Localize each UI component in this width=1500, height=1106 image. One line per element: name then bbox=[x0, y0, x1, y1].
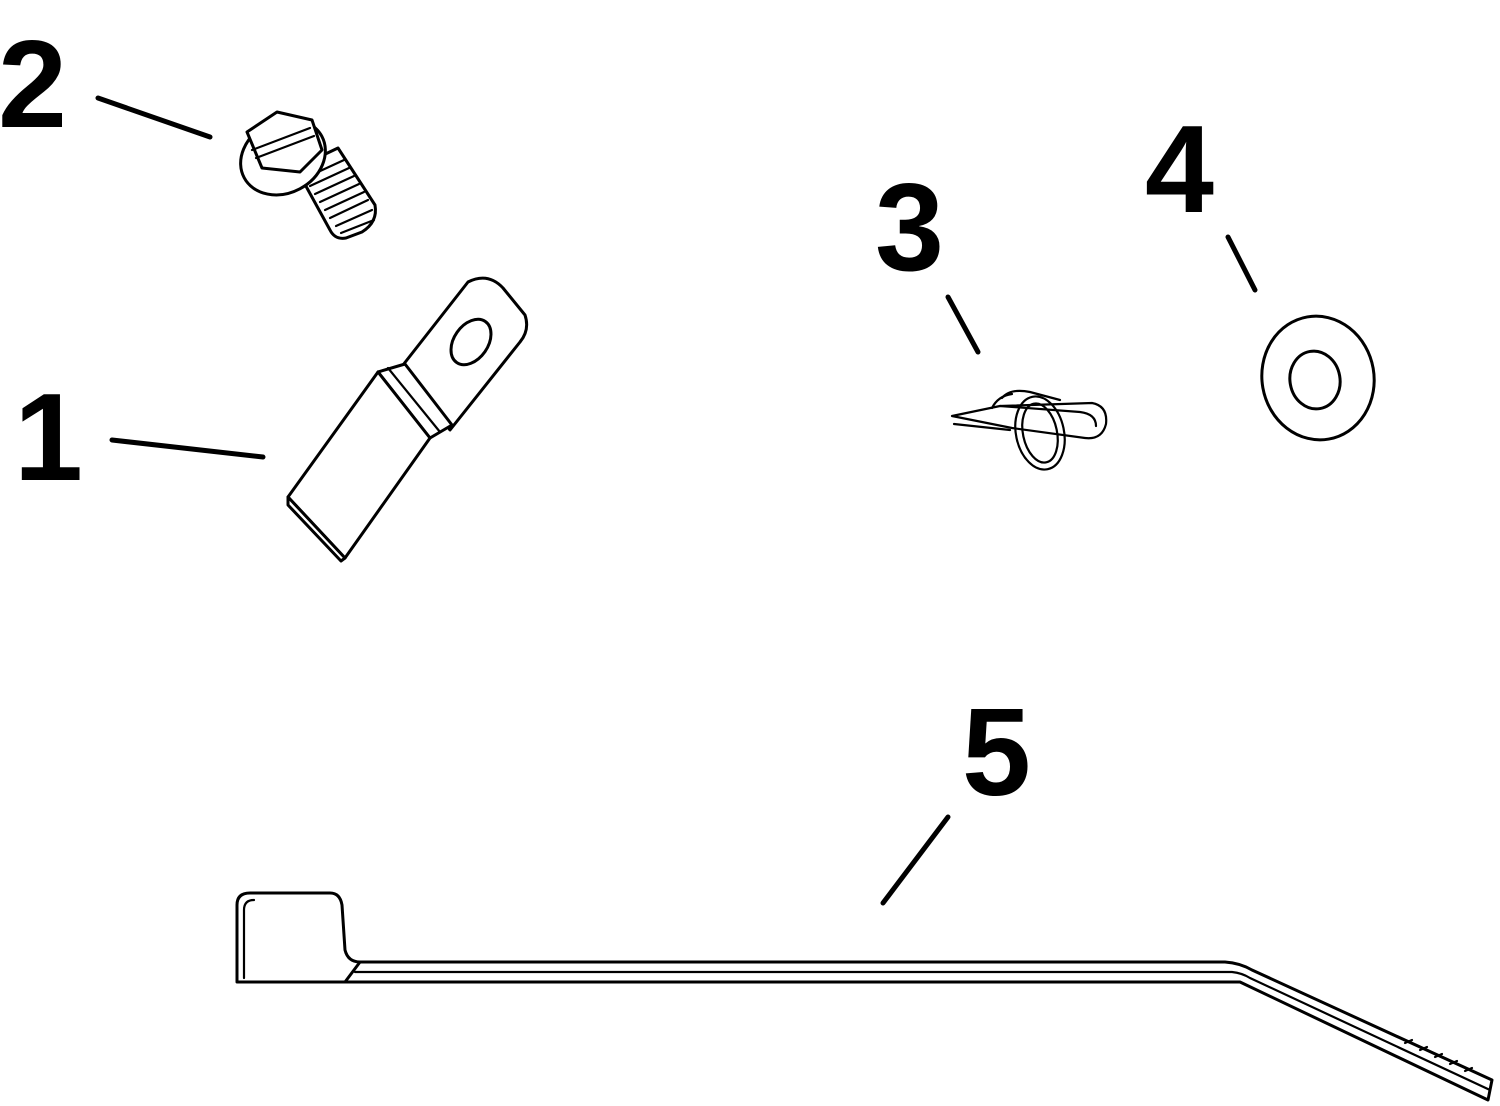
leader-line-2 bbox=[95, 95, 213, 140]
leader-line-1 bbox=[109, 437, 266, 460]
callout-2: 2 bbox=[0, 16, 67, 154]
hairpin-clip-part bbox=[950, 389, 1108, 471]
leader-line-4 bbox=[1225, 234, 1258, 293]
callout-3: 3 bbox=[875, 159, 944, 297]
leader-line-3 bbox=[945, 294, 981, 355]
cable-tie-part bbox=[235, 891, 1494, 1102]
terminal-lug-part bbox=[286, 276, 529, 563]
washer-part bbox=[1260, 314, 1376, 442]
screw-part bbox=[239, 110, 377, 240]
callout-5: 5 bbox=[962, 684, 1031, 822]
leader-line-5 bbox=[880, 814, 951, 906]
callout-4: 4 bbox=[1145, 101, 1214, 239]
callout-1: 1 bbox=[14, 369, 83, 507]
